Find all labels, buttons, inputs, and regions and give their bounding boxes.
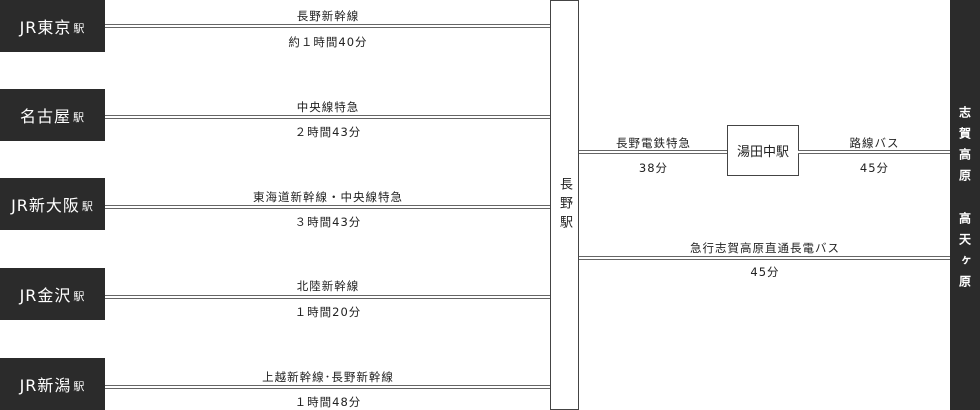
origin-name: JR新潟	[19, 376, 72, 395]
route-line-tokyo	[105, 24, 551, 28]
origin-suffix: 駅	[81, 200, 94, 213]
origin-name: JR新大阪	[11, 196, 80, 215]
origin-suffix: 駅	[73, 111, 85, 124]
origin-suffix: 駅	[73, 380, 86, 393]
route-line-label: 東海道新幹線・中央線特急	[253, 190, 403, 204]
route-line-shin-osaka	[105, 205, 551, 209]
yudanaka-station: 湯田中駅	[727, 125, 799, 176]
route-line-label: 北陸新幹線	[296, 279, 360, 293]
route-time-label: ３時間43分	[294, 215, 362, 229]
origin-suffix: 駅	[73, 22, 86, 35]
route-time-label: ２時間43分	[294, 125, 362, 139]
origin-name: 名古屋	[19, 107, 71, 126]
route-line-label: 急行志賀高原直通長電バス	[690, 241, 840, 255]
destination-shiga-kogen: 志賀高原	[957, 106, 972, 190]
route-line-label: 長野電鉄特急	[616, 136, 691, 150]
route-time-label: 45分	[859, 161, 890, 175]
route-time-label: 45分	[750, 265, 780, 279]
origin-kanazawa: JR金沢駅	[0, 268, 105, 320]
origin-name: JR金沢	[19, 286, 72, 305]
route-time-label: 38分	[638, 161, 669, 175]
route-time-label: １時間48分	[294, 395, 362, 409]
destination-takamagahara: 高天ヶ原	[957, 212, 972, 296]
route-line-nagano-dentetsu	[579, 150, 728, 154]
nagano-station-label: 長野駅	[557, 176, 572, 234]
yudanaka-station-label: 湯田中駅	[736, 145, 789, 160]
origin-suffix: 駅	[73, 290, 86, 303]
route-line-express-bus	[579, 256, 951, 260]
origin-tokyo: JR東京駅	[0, 0, 105, 52]
origin-name: JR東京	[19, 18, 72, 37]
route-line-label: 上越新幹線･長野新幹線	[262, 370, 394, 384]
route-line-label: 長野新幹線	[296, 9, 360, 23]
origin-nagoya: 名古屋駅	[0, 89, 105, 141]
route-line-label: 路線バス	[849, 136, 900, 150]
route-line-label: 中央線特急	[296, 100, 360, 114]
origin-shin-osaka: JR新大阪駅	[0, 178, 105, 230]
origin-niigata: JR新潟駅	[0, 358, 105, 410]
route-line-nagoya	[105, 115, 551, 119]
route-line-kanazawa	[105, 295, 551, 299]
nagano-station: 長野駅	[550, 0, 579, 410]
route-time-label: １時間20分	[294, 305, 362, 319]
destination-panel: 志賀高原 高天ヶ原	[950, 0, 980, 410]
route-line-local-bus	[798, 150, 951, 154]
route-time-label: 約１時間40分	[288, 35, 368, 49]
route-line-niigata	[105, 385, 551, 389]
